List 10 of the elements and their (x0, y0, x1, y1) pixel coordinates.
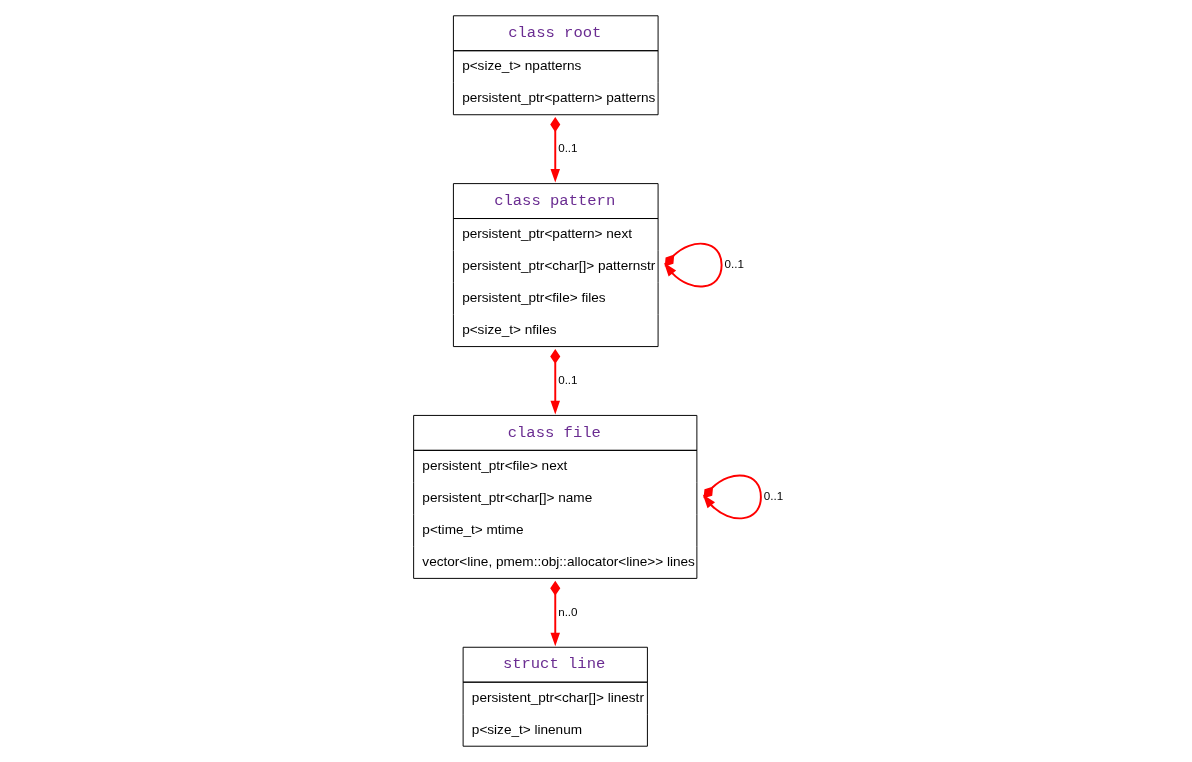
arrow (550, 117, 561, 183)
arrow (664, 242, 723, 288)
edge-label: 0..1 (558, 373, 578, 387)
arrow (702, 474, 762, 520)
edge-label: 0..1 (763, 488, 784, 502)
edge-label: n..0 (558, 604, 578, 618)
edge-label: 0..1 (558, 141, 578, 155)
edge-label: 0..1 (724, 257, 744, 271)
arrow (550, 580, 561, 647)
arrow (550, 348, 561, 415)
